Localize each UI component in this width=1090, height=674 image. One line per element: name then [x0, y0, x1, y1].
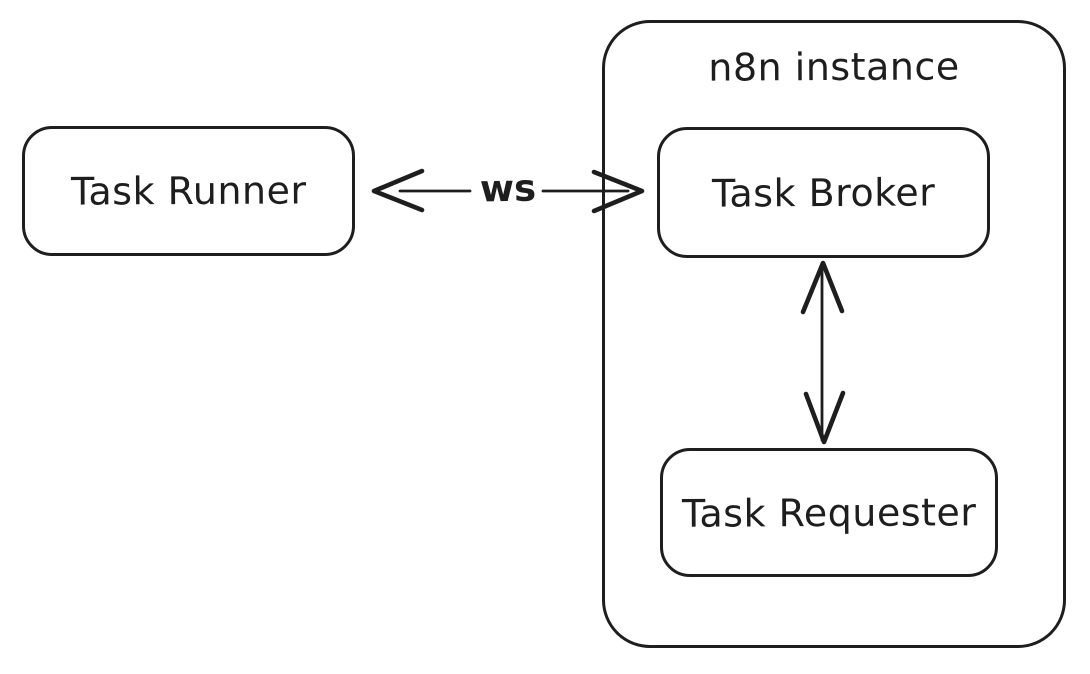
ws-edge-label: ws [479, 166, 537, 211]
task-requester-label: Task Requester [681, 489, 977, 536]
task-broker-label: Task Broker [711, 169, 936, 216]
ws-arrow-left-head [371, 168, 425, 213]
n8n-instance-label: n8n instance [708, 44, 960, 90]
node-task-runner: Task Runner [22, 126, 355, 256]
group-n8n-instance: n8n instance [602, 20, 1066, 648]
node-task-broker: Task Broker [657, 127, 990, 258]
task-runner-label: Task Runner [70, 168, 307, 214]
node-task-requester: Task Requester [660, 448, 998, 577]
